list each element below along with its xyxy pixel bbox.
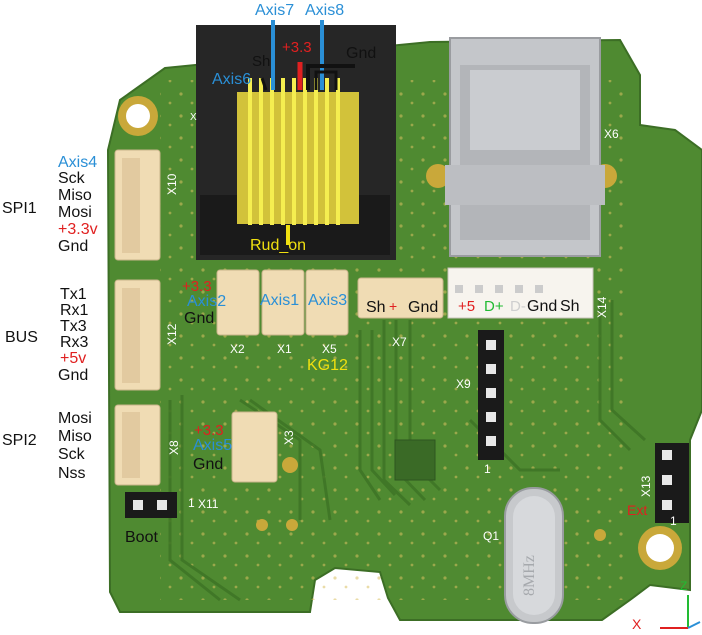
- x10-pin-3: Miso: [58, 187, 92, 204]
- x2-connector: [216, 269, 260, 336]
- x11-header: [125, 492, 177, 518]
- x5-connector: [305, 269, 349, 336]
- x14-pin-dplus: D+: [484, 298, 504, 315]
- mounting-hole-bottom-right: [638, 526, 682, 570]
- mounting-hole-top-left: [118, 96, 158, 136]
- x8-pin-3: Sck: [58, 446, 85, 463]
- x7-connector: [357, 277, 444, 319]
- x14-connector: [447, 267, 594, 319]
- x11-pin1-label: 1: [188, 496, 195, 510]
- x10-ref-label: X10: [165, 173, 179, 195]
- x10-pin-2: Sck: [58, 170, 85, 187]
- x2-pin-axis2: Axis2: [187, 293, 227, 310]
- x14-pin-sh: Sh: [560, 298, 580, 315]
- x1-connector: [261, 269, 305, 336]
- axis-triad: [660, 595, 701, 629]
- x1-pin-axis1: Axis1: [260, 292, 300, 309]
- x7-ref-label: X7: [392, 335, 407, 349]
- boot-label: Boot: [125, 529, 158, 546]
- x12-pin-2: Rx1: [60, 302, 89, 319]
- x3-pin-axis5: Axis5: [193, 437, 233, 454]
- rj-axis8-label: Axis8: [305, 2, 345, 19]
- x12-pin-1: Tx1: [60, 286, 87, 303]
- x9-ref-label: X9: [456, 377, 471, 391]
- rj-3v3-label: +3.3: [282, 39, 312, 56]
- kg12-label: KG12: [307, 357, 348, 374]
- x10-pin-4: Mosi: [58, 204, 92, 221]
- crystal-freq-label: 8MHz: [521, 555, 538, 596]
- spi2-group-label: SPI2: [2, 432, 37, 449]
- x7-pin-plus: +: [389, 298, 398, 314]
- x2-pin-3v3: +3.3: [182, 278, 212, 295]
- usb-connector: [445, 37, 605, 257]
- x1-ref-label: X1: [277, 342, 292, 356]
- x7-pin-gnd: Gnd: [408, 299, 439, 316]
- q1-label: Q1: [483, 529, 500, 543]
- x-ref-small: X: [190, 112, 197, 123]
- x13-header: [655, 443, 689, 523]
- crystal-q1: [504, 487, 564, 624]
- x8-connector: [114, 404, 161, 486]
- x14-pin-dminus: D-: [510, 298, 526, 315]
- rj-gnd-label: Gnd: [346, 45, 377, 62]
- x13-ref-label: X13: [639, 475, 653, 497]
- rud-on-label: Rud_on: [250, 237, 307, 254]
- spi1-group-label: SPI1: [2, 200, 37, 217]
- x8-ref-label: X8: [167, 440, 181, 455]
- x6-ref-label: X6: [604, 127, 619, 141]
- x12-pin-6: Gnd: [58, 367, 89, 384]
- mcu-chip: [394, 439, 436, 481]
- x3-connector: [231, 411, 278, 483]
- rj-axis7-label: Axis7: [255, 2, 295, 19]
- x12-connector: [114, 279, 161, 391]
- x14-pin-5v: +5: [458, 298, 476, 315]
- x10-pin-5: +3.3v: [58, 221, 98, 238]
- x3-pin-3v3: +3.3: [194, 422, 224, 439]
- rj-axis6-label: Axis6: [212, 71, 252, 88]
- x5-pin-axis3: Axis3: [308, 292, 348, 309]
- x10-pin-1: Axis4: [58, 154, 98, 171]
- x12-pin-3: Tx3: [60, 318, 87, 335]
- x5-ref-label: X5: [322, 342, 337, 356]
- rj-sh-label: Sh: [252, 53, 271, 70]
- axis-z-label: Z: [680, 579, 688, 593]
- x8-pin-1: Mosi: [58, 410, 92, 427]
- x12-pin-4: Rx3: [60, 334, 89, 351]
- x8-pin-4: Nss: [58, 465, 86, 482]
- x12-pin-5: +5v: [60, 350, 87, 367]
- x2-ref-label: X2: [230, 342, 245, 356]
- rj-connector: [196, 20, 396, 260]
- ext-label: Ext: [627, 502, 648, 518]
- x9-pin1-label: 1: [484, 462, 491, 476]
- bus-group-label: BUS: [5, 329, 38, 346]
- x10-pin-6: Gnd: [58, 238, 89, 255]
- x12-ref-label: X12: [165, 323, 179, 345]
- x8-pin-2: Miso: [58, 428, 92, 445]
- x14-pin-gnd: Gnd: [527, 298, 558, 315]
- x14-ref-label: X14: [595, 296, 609, 318]
- x7-pin-sh: Sh: [366, 299, 386, 316]
- axis-x-label: X: [632, 616, 642, 632]
- x13-pin1-label: 1: [670, 514, 677, 528]
- x2-pin-gnd: Gnd: [184, 310, 215, 327]
- x9-header: [478, 330, 504, 460]
- x10-connector: [114, 149, 161, 261]
- x3-pin-gnd: Gnd: [193, 456, 224, 473]
- x3-ref-label: X3: [282, 430, 296, 445]
- x11-ref-label: X11: [198, 497, 219, 511]
